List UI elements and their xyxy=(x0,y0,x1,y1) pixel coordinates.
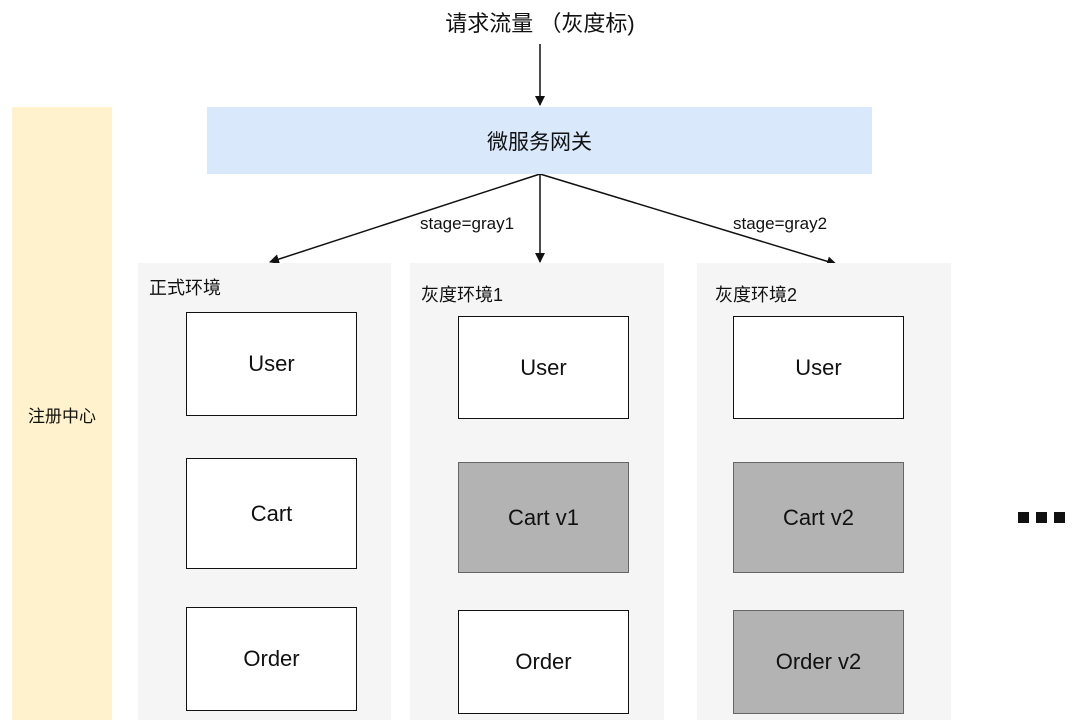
service-order: Order xyxy=(458,610,629,714)
service-user: User xyxy=(733,316,904,419)
arrow-gateway-to-prod xyxy=(269,173,541,264)
service-registry-label: 注册中心 xyxy=(28,407,96,426)
env-gray2-label: 灰度环境2 xyxy=(715,285,798,305)
service-order: Order xyxy=(186,607,357,711)
arrow-gateway-to-gray2 xyxy=(539,173,837,267)
service-user: User xyxy=(186,312,357,416)
diagram-title: 请求流量 （灰度标) xyxy=(445,11,635,36)
env-production-label: 正式环境 xyxy=(149,278,221,298)
route-label-gray1: stage=gray1 xyxy=(420,214,515,233)
ellipsis-icon xyxy=(1018,512,1065,523)
service-order-v2: Order v2 xyxy=(733,610,904,714)
service-cart-v2: Cart v2 xyxy=(733,462,904,573)
service-cart: Cart xyxy=(186,458,357,569)
env-gray1-label: 灰度环境1 xyxy=(421,285,504,305)
service-user: User xyxy=(458,316,629,419)
service-registry xyxy=(12,107,112,720)
api-gateway: 微服务网关 xyxy=(207,107,872,174)
service-cart-v1: Cart v1 xyxy=(458,462,629,573)
route-label-gray2: stage=gray2 xyxy=(733,214,828,233)
